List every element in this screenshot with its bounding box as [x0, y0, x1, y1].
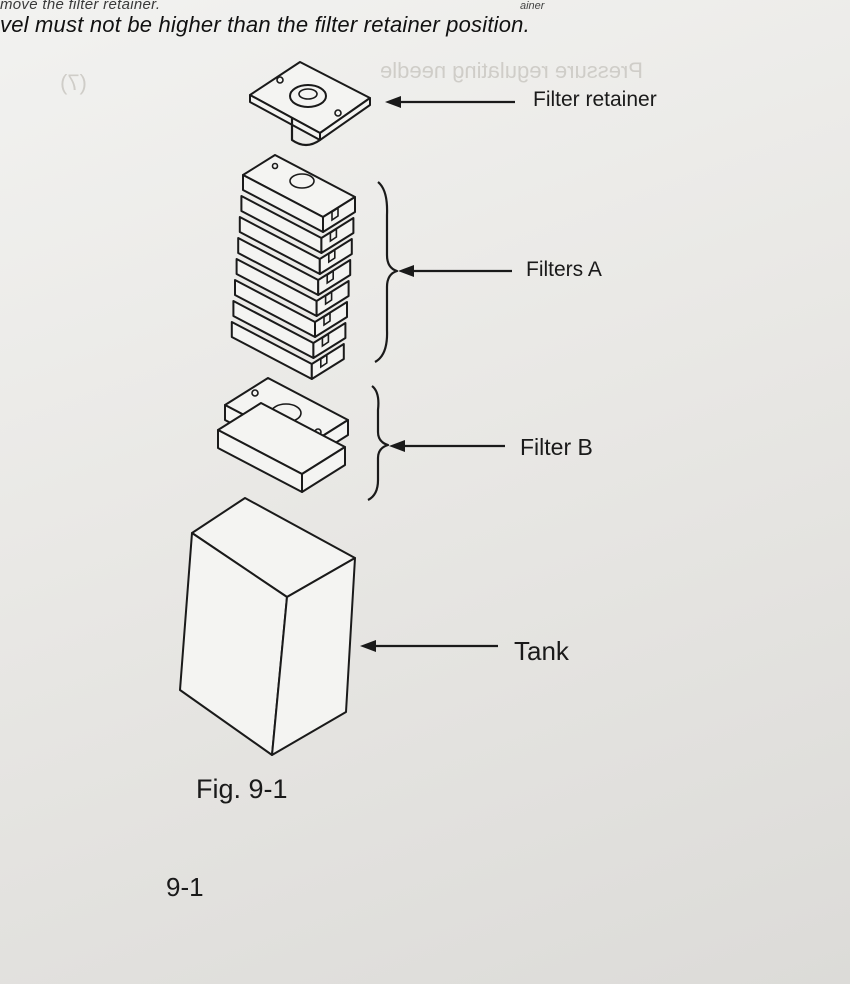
filters-a-brace [374, 181, 399, 363]
figure-caption: Fig. 9-1 [196, 774, 288, 804]
page-number: 9-1 [166, 872, 204, 902]
filter-retainer-part [249, 61, 371, 147]
filter-b-label: Filter B [520, 434, 593, 460]
filter-b-brace [367, 385, 390, 501]
tank-part [179, 497, 356, 756]
filter-b-leader [389, 440, 505, 452]
header-line-2: vel must not be higher than the filter r… [0, 12, 530, 37]
filter-retainer-leader [385, 96, 515, 108]
filters-a-part [230, 154, 356, 380]
filters-a-leader [398, 265, 512, 277]
header-line-1: move the filter retainer. [0, 0, 161, 13]
tank-label: Tank [514, 636, 569, 666]
filter-retainer-label: Filter retainer [533, 88, 657, 111]
header-line-1-fragment: ainer [520, 0, 545, 12]
filters-a-label: Filters A [526, 258, 602, 281]
filter-b-part [217, 377, 349, 493]
tank-leader [360, 640, 498, 652]
